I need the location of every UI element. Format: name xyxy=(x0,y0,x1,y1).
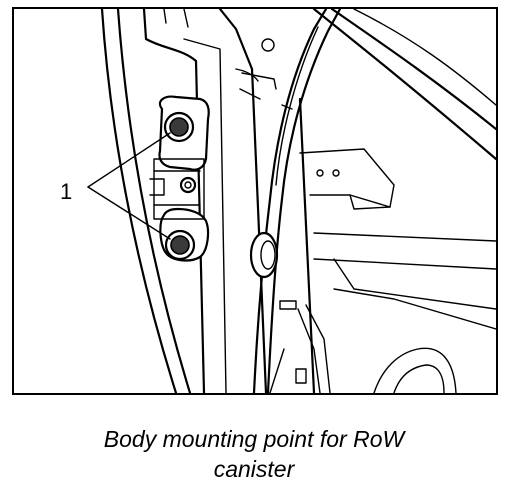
figure-caption: Body mounting point for RoW canister xyxy=(0,424,508,484)
cable-harness xyxy=(249,9,342,393)
bolt-lower xyxy=(164,229,196,261)
callout-leaders xyxy=(87,132,171,240)
caption-line-2: canister xyxy=(213,456,295,482)
upper-detail xyxy=(163,9,293,110)
body-panel xyxy=(100,9,268,393)
caption-line-1: Body mounting point for RoW xyxy=(103,426,405,452)
callout-label: 1 xyxy=(60,179,73,204)
bolt-upper xyxy=(163,111,195,143)
diagram-frame: 1 xyxy=(12,7,498,395)
right-structure xyxy=(269,9,496,393)
line-drawing xyxy=(87,9,496,393)
